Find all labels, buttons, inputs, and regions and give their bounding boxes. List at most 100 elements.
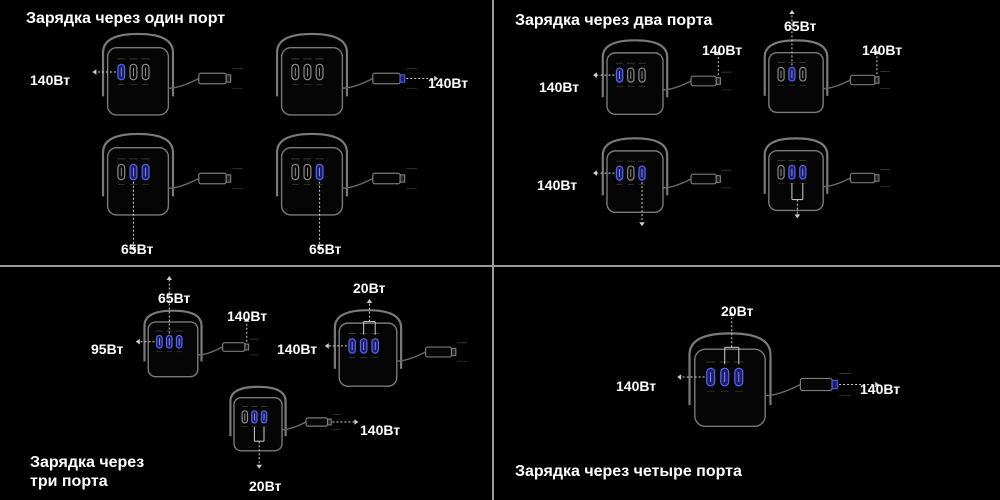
hub-body (694, 348, 766, 428)
watt-label: 140Вт (277, 341, 318, 357)
hub-svg (763, 10, 890, 114)
hub-svg (135, 276, 259, 378)
arrow-head (243, 317, 250, 322)
watt-label: 140Вт (702, 42, 743, 58)
hub-svg (677, 312, 880, 428)
cable (281, 421, 307, 431)
plug-tip (399, 74, 406, 83)
watt-label: 140Вт (616, 378, 657, 394)
arrow-head (789, 10, 795, 14)
panel-title: три порта (30, 473, 108, 490)
hub-group (763, 137, 890, 219)
panel-three-ports: Зарядка через три порта 95Вт 65Вт 140Вт … (0, 267, 492, 500)
arrow-head (324, 343, 329, 349)
arrow-head (639, 222, 645, 227)
hub-body (280, 147, 344, 216)
cable (168, 77, 200, 89)
cable (342, 77, 374, 89)
watt-label: 20Вт (249, 478, 282, 494)
hub-svg (275, 32, 439, 116)
vertical-divider (492, 0, 494, 500)
cable (823, 79, 851, 90)
cable (168, 177, 200, 189)
panel-title: Зарядка через два порта (515, 12, 713, 29)
hub-group (593, 137, 732, 227)
panel-title: Зарядка через (30, 454, 145, 471)
arrow-head (92, 69, 97, 75)
arrow-head (366, 299, 373, 303)
cable (823, 177, 851, 188)
hub-handle (143, 309, 203, 362)
usb-c-plug (305, 417, 329, 427)
watt-label: 65Вт (158, 290, 191, 306)
hub-handle (601, 137, 669, 196)
hub-svg (275, 132, 417, 251)
hub-body (106, 147, 170, 216)
hub-body (280, 47, 344, 116)
panel-four-ports: Зарядка через четыре порта 20Вт 140Вт 14… (494, 267, 1000, 500)
plug-tip (874, 174, 880, 182)
arrow-head (715, 51, 722, 56)
hub-body (768, 149, 824, 212)
cable (396, 351, 426, 362)
watt-label: 65Вт (309, 241, 342, 257)
hub-body (606, 150, 664, 213)
arrow-head (135, 338, 140, 345)
watt-label: 140Вт (360, 422, 401, 438)
hub-group (135, 276, 259, 378)
hub-handle (275, 32, 349, 97)
usb-c-plug (799, 377, 833, 392)
arrow-head (875, 381, 880, 388)
usb-c-plug (221, 342, 246, 352)
arrow-head (593, 170, 597, 176)
hub-body (768, 51, 824, 114)
panel-two-ports: Зарядка через два порта 140Вт 140Вт 65Вт… (494, 0, 1000, 265)
plug-tip (244, 343, 250, 351)
watt-label: 140Вт (30, 72, 71, 88)
arrow-head (166, 276, 173, 280)
hub-body (147, 321, 199, 378)
hub-handle (763, 137, 829, 194)
hub-svg (593, 137, 732, 227)
cable (342, 177, 374, 189)
usb-c-plug (372, 172, 401, 185)
panel-title: Зарядка через один порт (26, 10, 226, 27)
hub-group (229, 385, 359, 469)
hub-group (275, 32, 439, 116)
panel-title: Зарядка через четыре порта (515, 463, 742, 480)
watt-label: 140Вт (537, 177, 578, 193)
plug-tip (451, 348, 457, 356)
hub-svg (229, 385, 359, 469)
plug-tip (399, 174, 406, 183)
hub-svg (763, 137, 890, 219)
watt-label: 140Вт (428, 75, 469, 91)
usb-c-plug (690, 173, 717, 185)
arrow-head (354, 419, 359, 425)
watt-label: 140Вт (860, 381, 901, 397)
cable (765, 383, 801, 397)
plug-tip (225, 74, 232, 83)
cable (662, 80, 692, 91)
plug-tip (715, 77, 721, 85)
arrow-head (677, 374, 682, 380)
arrow-head (130, 246, 137, 251)
usb-c-plug (690, 75, 717, 87)
usb-c-plug (849, 74, 876, 86)
watt-label: 140Вт (862, 42, 903, 58)
hub-handle (101, 32, 175, 97)
arrow-head (874, 50, 880, 55)
hub-handle (275, 132, 349, 197)
watt-label: 20Вт (721, 303, 754, 319)
cable (197, 346, 223, 356)
panel-one-port: Зарядка через один порт 140Вт 140Вт 65Вт… (0, 0, 492, 265)
watt-label: 140Вт (539, 79, 580, 95)
usb-c-plug (424, 346, 453, 358)
hub-body (106, 47, 170, 116)
arrow-head (316, 246, 323, 251)
usb-c-plug (849, 172, 876, 184)
arrow-head (434, 75, 439, 82)
hub-group (677, 312, 880, 428)
watt-label: 65Вт (784, 18, 817, 34)
hub-handle (688, 332, 772, 405)
hub-svg (92, 32, 243, 116)
